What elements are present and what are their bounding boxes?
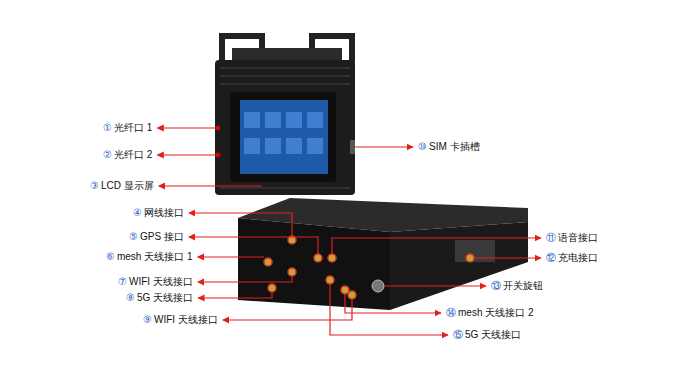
- lcd-screen: [240, 100, 328, 174]
- leader-line: [159, 185, 262, 186]
- part-name: 语音接口: [558, 232, 598, 244]
- part-name: mesh 天线接口 1: [117, 251, 193, 263]
- part-name: GPS 接口: [140, 231, 184, 243]
- leader-line: [345, 294, 441, 313]
- upright-unit: [215, 36, 355, 195]
- leader-line: [157, 154, 218, 155]
- leader-line: [223, 299, 352, 320]
- leader-line: [198, 256, 264, 257]
- callout-number: ⑤: [129, 231, 138, 243]
- part-name: 网线接口: [144, 207, 184, 219]
- leader-line: [384, 285, 486, 286]
- front-face: [238, 218, 390, 310]
- lying-unit: [238, 198, 528, 310]
- leader-line: [332, 238, 541, 254]
- callout-number: ⑨: [143, 314, 152, 326]
- part-name: 5G 天线接口: [465, 329, 521, 341]
- callout-number: ⑦: [118, 276, 127, 288]
- leader-line: [198, 276, 292, 282]
- callout-number: ③: [90, 180, 99, 192]
- callout-number: ⑥: [106, 251, 115, 263]
- leader-line: [189, 213, 292, 236]
- callout-number: ⑩: [418, 141, 427, 153]
- leader-line: [189, 237, 318, 254]
- part-name: 开关旋钮: [503, 280, 543, 292]
- body: [215, 60, 355, 195]
- part-name: 5G 天线接口: [137, 292, 193, 304]
- part-name: SIM 卡插槽: [429, 141, 480, 153]
- part-name: 光纤口 1: [114, 122, 152, 134]
- leader-line: [330, 284, 448, 335]
- callout-number: ⑭: [446, 307, 456, 319]
- handle: [455, 240, 495, 262]
- callout-number: ⑪: [546, 232, 556, 244]
- leader-line: [355, 146, 413, 147]
- leader-line: [474, 257, 541, 258]
- callout-number: ②: [103, 149, 112, 161]
- callout-number: ①: [103, 122, 112, 134]
- part-name: WIFI 天线接口: [154, 314, 218, 326]
- callout-number: ⑮: [453, 329, 463, 341]
- part-name: WIFI 天线接口: [129, 276, 193, 288]
- callout-number: ④: [133, 207, 142, 219]
- switch-knob: [372, 280, 384, 292]
- handle: [222, 36, 352, 62]
- leader-line: [198, 292, 272, 298]
- part-name: LCD 显示屏: [101, 180, 154, 192]
- part-name: 充电接口: [558, 252, 598, 264]
- part-name: mesh 天线接口 2: [458, 307, 534, 319]
- side-face: [390, 222, 528, 310]
- screen-bezel: [230, 92, 336, 182]
- callout-number: ⑧: [126, 292, 135, 304]
- callout-number: ⑫: [546, 252, 556, 264]
- sim-slot: [350, 140, 355, 154]
- callout-number: ⑬: [491, 280, 501, 292]
- top-panel: [232, 48, 342, 62]
- leader-line: [157, 127, 218, 128]
- part-name: 光纤口 2: [114, 149, 152, 161]
